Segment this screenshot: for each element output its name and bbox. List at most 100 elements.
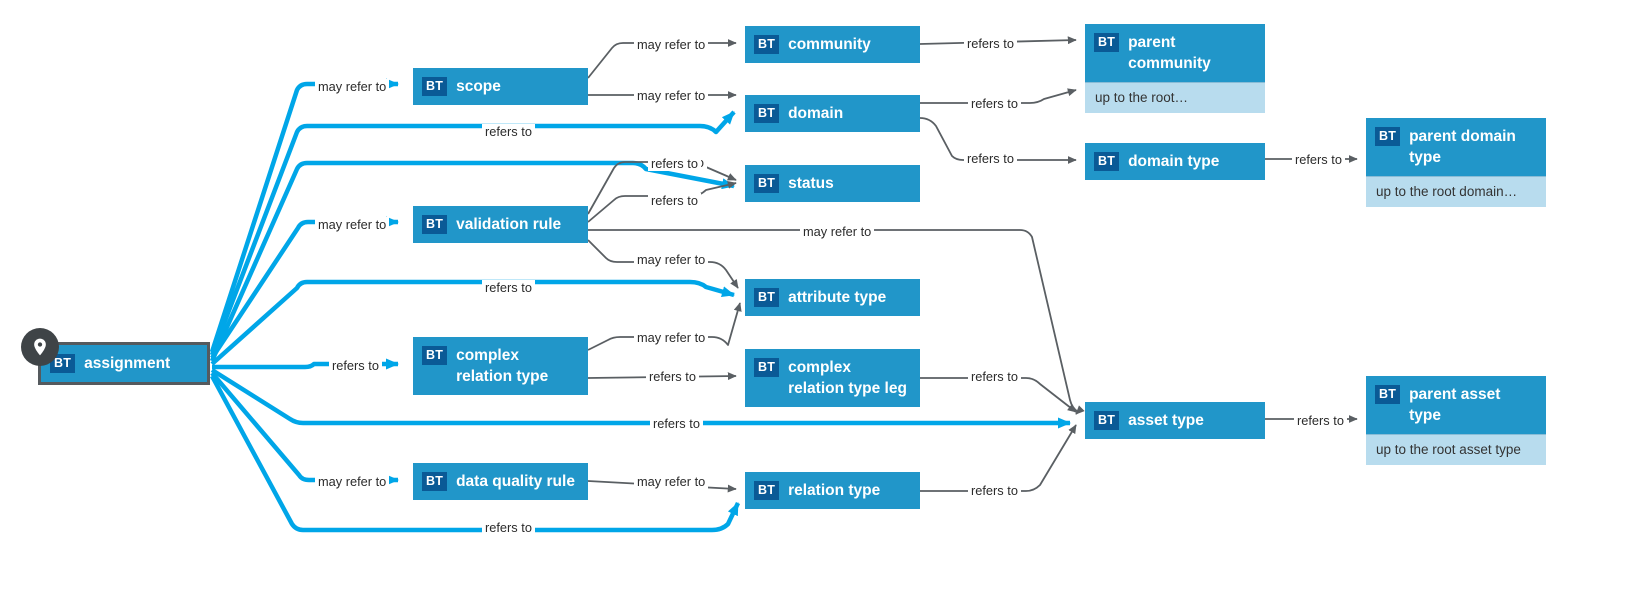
edge-domain-parent-community bbox=[920, 88, 1077, 104]
node-label: relation type bbox=[788, 482, 881, 499]
node-label: scope bbox=[456, 78, 501, 95]
node-head: BT complex relation type leg bbox=[745, 349, 920, 407]
edge-label-validation-rule-to-attribute-type: may refer to bbox=[634, 252, 709, 267]
node-complex-relation-type-leg[interactable]: BT complex relation type leg bbox=[745, 349, 920, 407]
bt-badge-icon: BT bbox=[50, 354, 76, 373]
edge-label-domain-to-domain-type: refers to bbox=[964, 151, 1017, 166]
node-label: parent asset type bbox=[1409, 386, 1501, 424]
node-assignment[interactable]: BT assignment bbox=[38, 342, 210, 385]
bt-badge-icon: BT bbox=[754, 35, 780, 54]
edge-label-complex-relation-type-leg-to-asset-type: refers to bbox=[968, 369, 1021, 384]
edge-label-assignment-to-scope: may refer to bbox=[315, 79, 390, 94]
edge-scope-community bbox=[587, 39, 737, 79]
bt-badge-icon: BT bbox=[1094, 33, 1120, 52]
edge-assignment-relation-type bbox=[210, 374, 741, 533]
edge-label-relation-type-to-asset-type: refers to bbox=[968, 483, 1021, 498]
edge-crtleg-asset-type bbox=[920, 377, 1077, 413]
node-head: BT complex relation type bbox=[413, 337, 588, 395]
node-head: BT assignment bbox=[41, 345, 207, 382]
edge-label-domain-to-parent-community: refers to bbox=[968, 96, 1021, 111]
edge-label-assignment-to-data-quality-rule: may refer to bbox=[315, 474, 390, 489]
node-footer-text: up to the root asset type bbox=[1366, 434, 1546, 465]
node-head: BT scope bbox=[413, 68, 588, 105]
edge-label-assignment-to-relation-type: refers to bbox=[482, 520, 535, 535]
node-complex-relation-type[interactable]: BT complex relation type bbox=[413, 337, 588, 395]
edge-label-domain-type-to-parent-domain-type: refers to bbox=[1292, 152, 1345, 167]
node-label: complex relation type leg bbox=[788, 359, 907, 397]
edge-label-community-to-parent-community: refers to bbox=[964, 36, 1017, 51]
bt-badge-icon: BT bbox=[754, 288, 780, 307]
node-label: domain type bbox=[1128, 153, 1220, 170]
edge-label-data-quality-rule-to-relation-type: may refer to bbox=[634, 474, 709, 489]
edge-label-scope-to-community: may refer to bbox=[634, 37, 709, 52]
bt-badge-icon: BT bbox=[422, 472, 448, 491]
bt-badge-icon: BT bbox=[1375, 385, 1401, 404]
bt-badge-icon: BT bbox=[1094, 152, 1120, 171]
edge-assignment-scope bbox=[209, 78, 399, 353]
node-label: domain bbox=[788, 105, 844, 122]
node-validation-rule[interactable]: BT validation rule bbox=[413, 206, 588, 243]
node-head: BT asset type bbox=[1085, 402, 1265, 439]
node-head: BT domain type bbox=[1085, 143, 1265, 180]
node-head: BT validation rule bbox=[413, 206, 588, 243]
node-parent-community[interactable]: BT parent community up to the root… bbox=[1085, 24, 1265, 113]
bt-badge-icon: BT bbox=[422, 346, 448, 365]
node-head: BT data quality rule bbox=[413, 463, 588, 500]
bt-badge-icon: BT bbox=[422, 77, 448, 96]
node-asset-type[interactable]: BT asset type bbox=[1085, 402, 1265, 439]
edge-label-asset-type-to-parent-asset-type: refers to bbox=[1294, 413, 1347, 428]
node-head: BT community bbox=[745, 26, 920, 63]
edge-label-complex-relation-type-to-complex-relation-type-leg: refers to bbox=[646, 369, 699, 384]
node-scope[interactable]: BT scope bbox=[413, 68, 588, 105]
node-head: BT parent asset type bbox=[1366, 376, 1546, 434]
node-relation-type[interactable]: BT relation type bbox=[745, 472, 920, 509]
node-label: parent community bbox=[1128, 34, 1211, 72]
bt-badge-icon: BT bbox=[754, 481, 780, 500]
node-attribute-type[interactable]: BT attribute type bbox=[745, 279, 920, 316]
bt-badge-icon: BT bbox=[422, 215, 448, 234]
node-head: BT status bbox=[745, 165, 920, 202]
node-label: data quality rule bbox=[456, 473, 575, 490]
edge-label-assignment-to-domain: refers to bbox=[482, 124, 535, 139]
node-head: BT relation type bbox=[745, 472, 920, 509]
node-status[interactable]: BT status bbox=[745, 165, 920, 202]
node-head: BT attribute type bbox=[745, 279, 920, 316]
edge-label-complex-relation-type-to-attribute-type: may refer to bbox=[634, 330, 709, 345]
bt-badge-icon: BT bbox=[754, 358, 780, 377]
bt-badge-icon: BT bbox=[1094, 411, 1120, 430]
node-domain-type[interactable]: BT domain type bbox=[1085, 143, 1265, 180]
edge-label-assignment-to-attribute-type: refers to bbox=[482, 280, 535, 295]
edge-assignment-validation-rule bbox=[210, 216, 399, 360]
node-community[interactable]: BT community bbox=[745, 26, 920, 63]
edge-label-validation-rule-to-domain: refers to bbox=[648, 156, 701, 171]
edge-label-validation-rule-to-asset-type: may refer to bbox=[800, 224, 875, 239]
node-label: community bbox=[788, 36, 871, 53]
node-label: status bbox=[788, 175, 834, 192]
edge-label-assignment-to-asset-type: refers to bbox=[650, 416, 703, 431]
highlight-edges bbox=[209, 78, 1071, 533]
node-label: parent domain type bbox=[1409, 128, 1516, 166]
node-footer-text: up to the root… bbox=[1085, 82, 1265, 113]
edge-assignment-status bbox=[209, 160, 735, 362]
node-label: attribute type bbox=[788, 289, 887, 306]
node-parent-asset-type[interactable]: BT parent asset type up to the root asset … bbox=[1366, 376, 1546, 465]
node-data-quality-rule[interactable]: BT data quality rule bbox=[413, 463, 588, 500]
edge-assignment-dqr bbox=[210, 371, 399, 486]
node-label: complex relation type bbox=[456, 347, 549, 385]
bt-badge-icon: BT bbox=[754, 174, 780, 193]
edge-assignment-crt bbox=[212, 358, 399, 370]
edge-domain-domain-type bbox=[919, 117, 1077, 164]
node-parent-domain-type[interactable]: BT parent domain type up to the root domai… bbox=[1366, 118, 1546, 207]
node-head: BT parent community bbox=[1085, 24, 1265, 82]
node-label: asset type bbox=[1128, 412, 1204, 429]
edge-assignment-asset-type bbox=[210, 368, 1071, 429]
edge-relation-type-asset-type bbox=[920, 424, 1077, 492]
node-head: BT parent domain type bbox=[1366, 118, 1546, 176]
node-label: assignment bbox=[84, 355, 171, 372]
bt-badge-icon: BT bbox=[1375, 127, 1401, 146]
node-footer-text: up to the root domain… bbox=[1366, 176, 1546, 207]
node-label: validation rule bbox=[456, 216, 562, 233]
